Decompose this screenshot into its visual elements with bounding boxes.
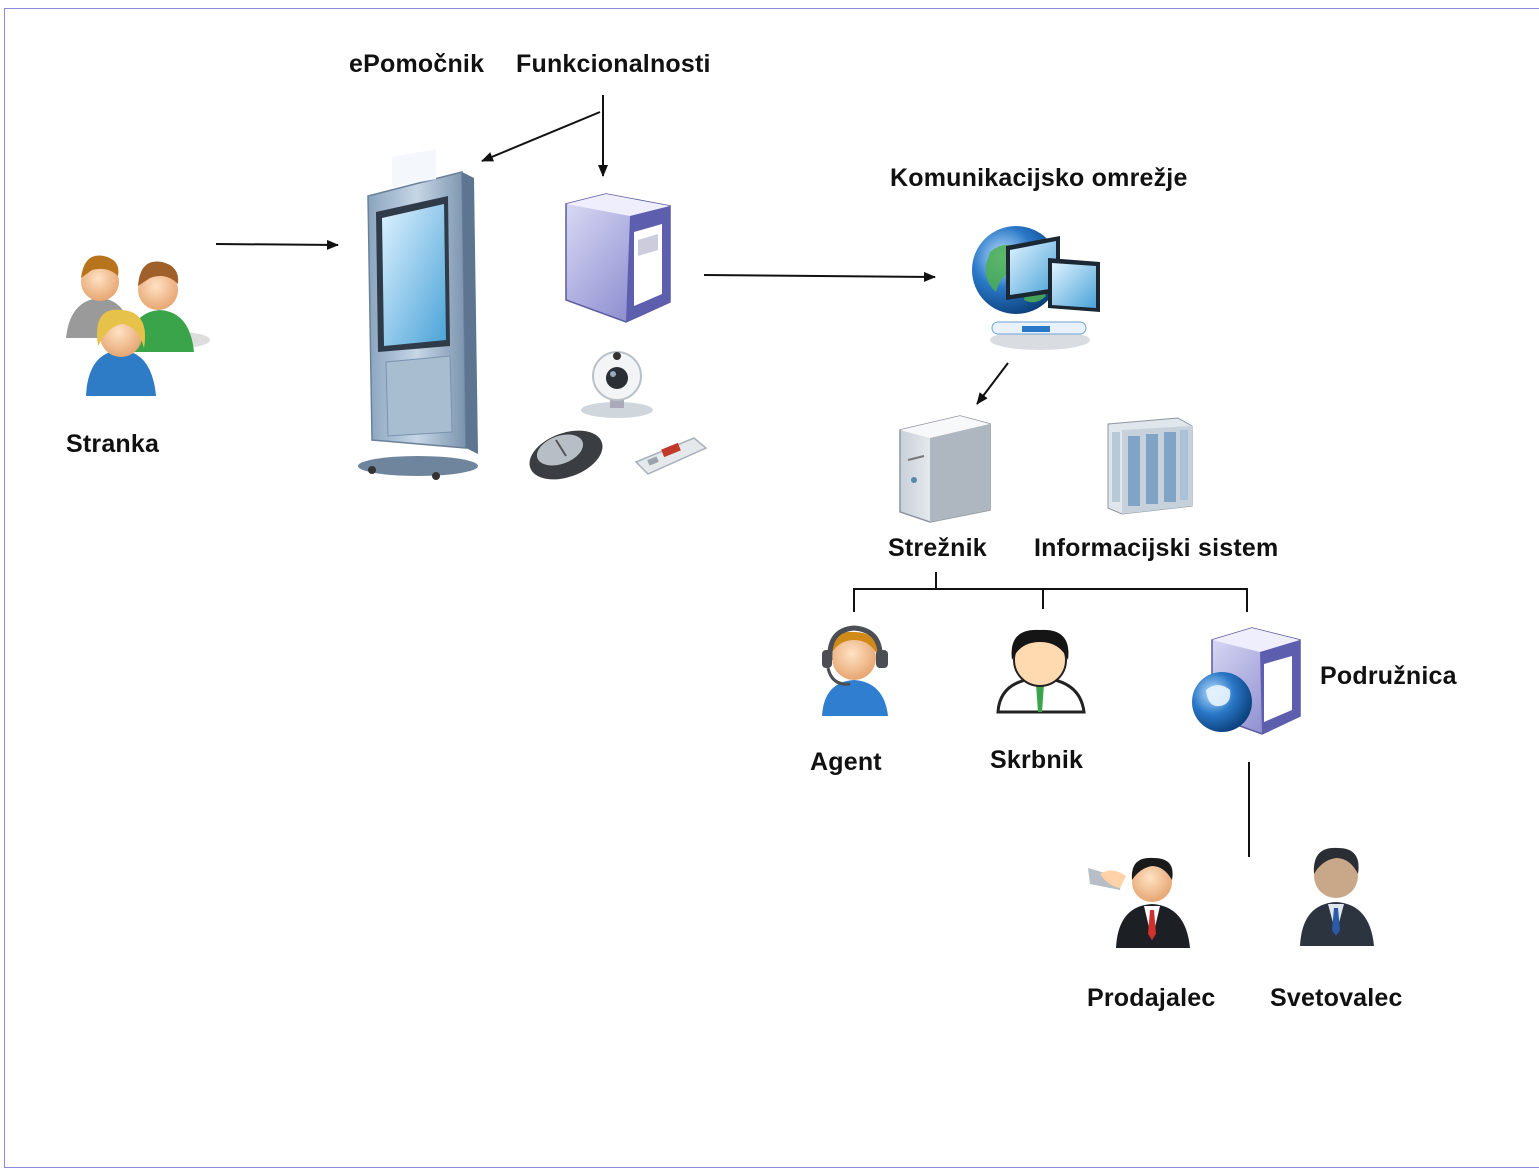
arrow-pc-to-network (703, 271, 936, 282)
network-globe-icon (972, 226, 1100, 350)
label-epomocnik: ePomočnik (349, 50, 485, 78)
label-podruznica: Podružnica (1320, 662, 1457, 690)
arrow-funkcionalnosti-to-kiosk (481, 111, 601, 162)
consultant-icon (1300, 847, 1374, 946)
label-streznik: Strežnik (888, 534, 987, 562)
remote-control-icon (634, 437, 708, 475)
connectors (215, 95, 1250, 857)
salesman-handshake-icon (1088, 857, 1190, 948)
label-funkcionalnosti: Funkcionalnosti (516, 50, 711, 78)
tree-server-branches (853, 572, 1248, 612)
admin-user-icon (996, 629, 1086, 714)
label-stranka: Stranka (66, 430, 160, 458)
label-komunikacijsko-omrezje: Komunikacijsko omrežje (890, 164, 1188, 192)
webcam-icon (581, 351, 653, 418)
label-prodajalec: Prodajalec (1087, 984, 1216, 1012)
server-icon (899, 415, 991, 523)
label-skrbnik: Skrbnik (990, 746, 1084, 774)
branch-server-globe-icon (1192, 627, 1301, 735)
server-rack-icon (1107, 417, 1193, 515)
arrow-stranka-to-kiosk (215, 239, 339, 250)
label-svetovalec: Svetovalec (1270, 984, 1403, 1012)
pc-tower-icon (565, 193, 671, 323)
agent-headset-icon (822, 625, 888, 716)
kiosk-icon (358, 149, 478, 480)
label-agent: Agent (810, 748, 882, 776)
arrow-network-to-server (976, 362, 1009, 405)
label-informacijski-sistem: Informacijski sistem (1034, 534, 1279, 562)
users-group-icon (66, 255, 210, 396)
mouse-icon (529, 430, 603, 480)
